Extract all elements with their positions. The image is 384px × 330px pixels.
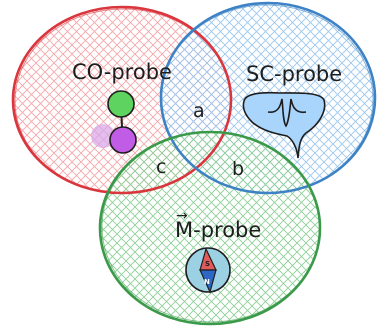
vector-arrow: → [176,208,188,224]
region-label-c: c [156,156,166,178]
compass-south-label: S [205,260,210,268]
region-label-b: b [232,158,244,180]
m-probe-set [100,132,320,324]
cobalt-molecule-icon [91,90,137,154]
magnet-compass-icon: S N [185,247,231,294]
sc-probe-label: SC-probe [246,62,342,86]
compass-north-label: N [204,278,210,286]
superconducting-gap-icon [242,91,326,159]
co-probe-label: CO-probe [72,60,172,84]
m-probe-label: M-probe [175,218,261,242]
region-label-a: a [193,100,205,122]
